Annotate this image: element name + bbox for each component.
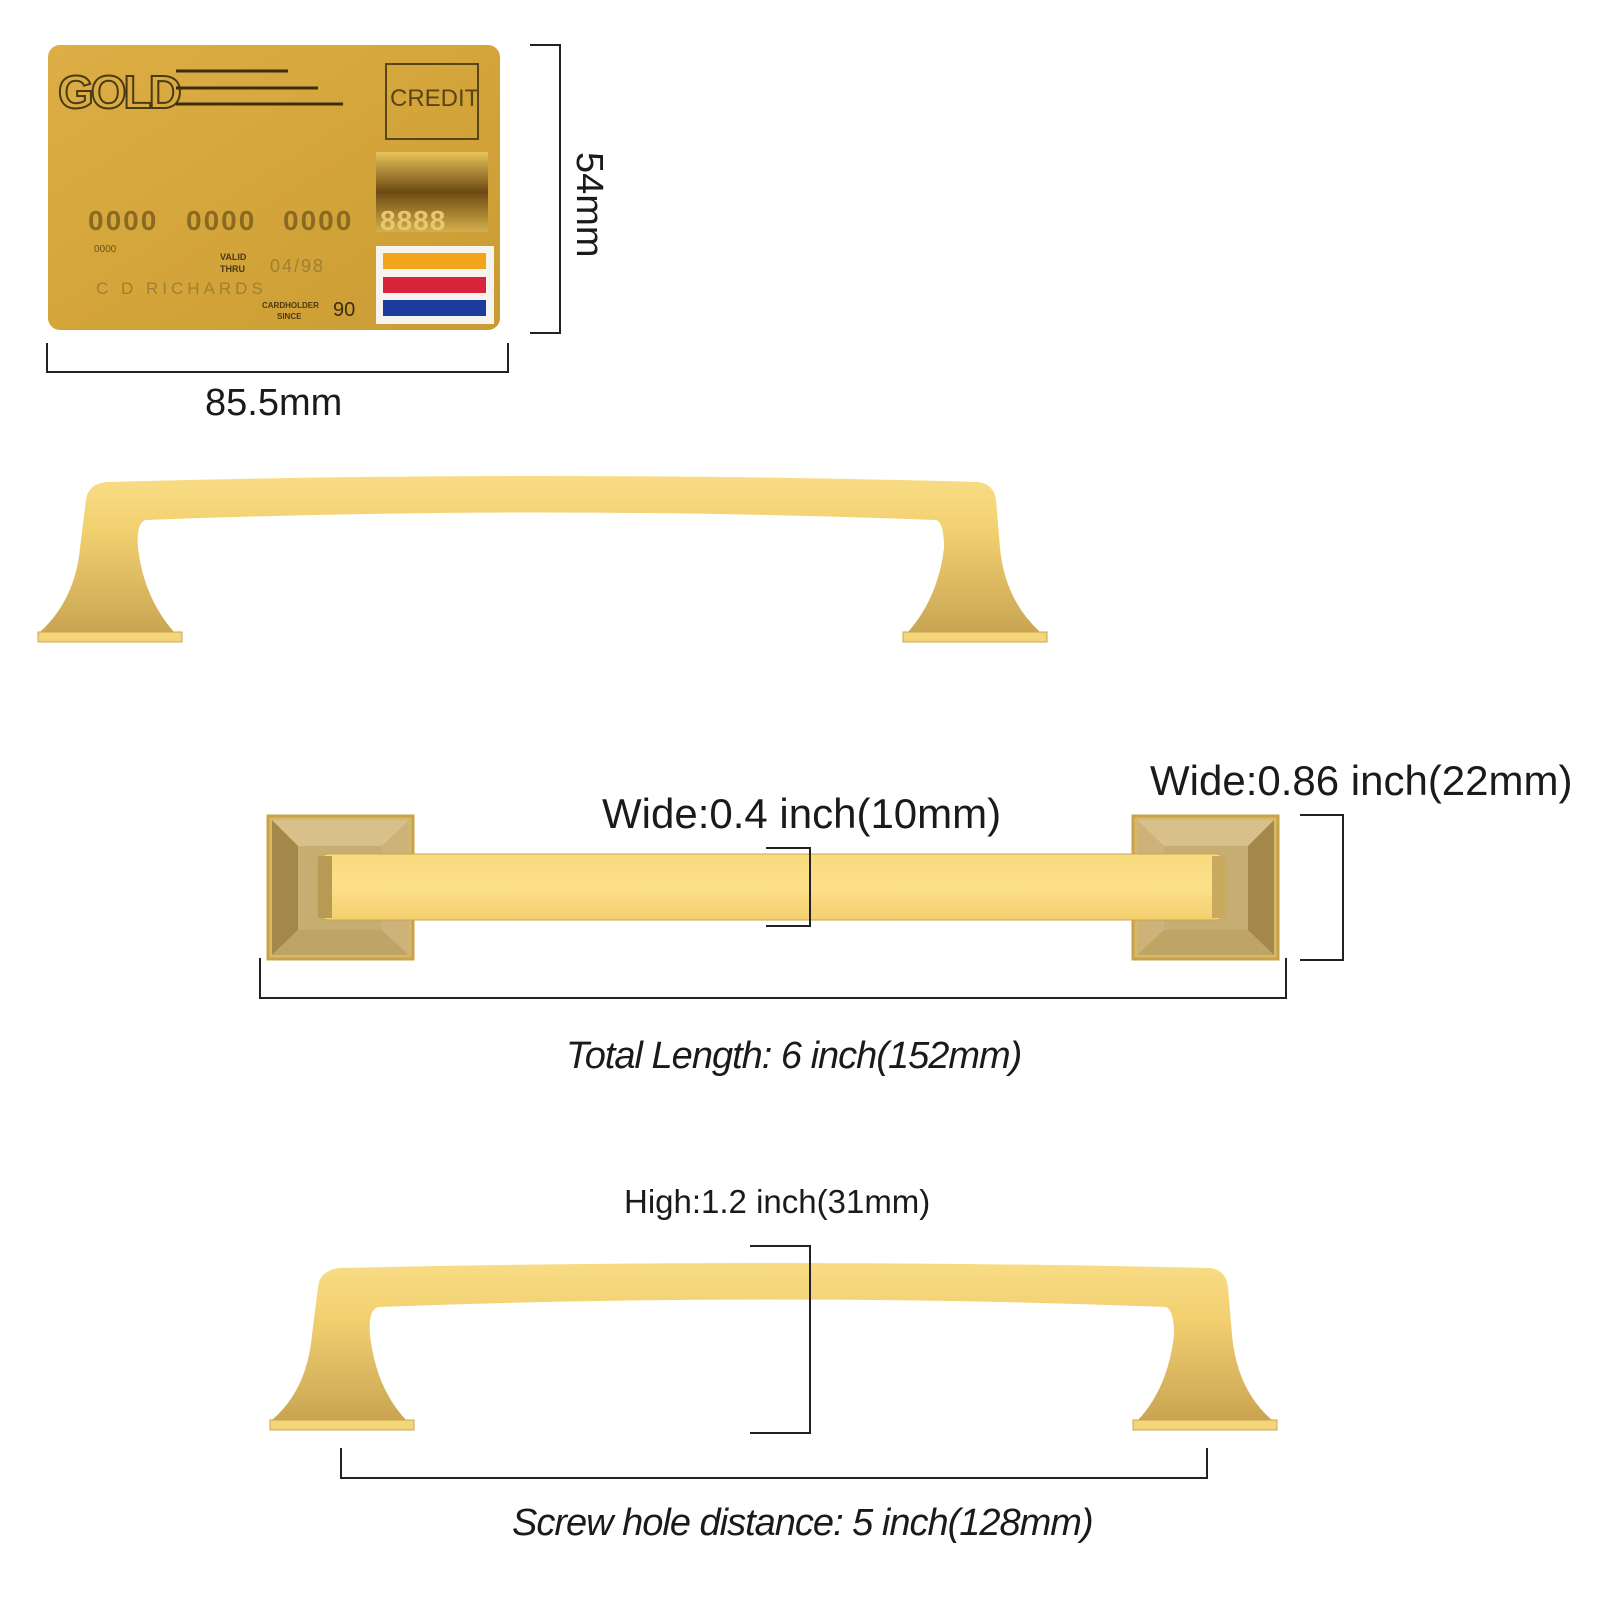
height-label: High:1.2 inch(31mm)	[624, 1183, 931, 1220]
bar-width-label: Wide:0.4 inch(10mm)	[602, 790, 1002, 837]
handle-foot-left	[37, 631, 183, 643]
handle-top-view	[266, 814, 1280, 961]
screw-distance-dimension	[340, 1448, 1208, 1479]
card-width-label: 85.5mm	[205, 382, 343, 424]
credit-card: GOLD CREDIT 0000 0000 0000 8888 0000 VAL…	[48, 45, 500, 330]
bar-width-dimension	[766, 847, 811, 927]
total-length-dimension	[259, 958, 1287, 999]
card-since-label: CARDHOLDER	[262, 301, 319, 310]
card-height-dimension	[530, 44, 561, 334]
handle-arch-bottom	[272, 1263, 1272, 1420]
card-small-number: 0000	[94, 244, 117, 255]
handle-foot-right	[902, 631, 1048, 643]
handle-bar	[317, 853, 1227, 921]
card-holder-name: C D RICHARDS	[96, 279, 267, 298]
handle-arch	[40, 476, 1040, 632]
card-hologram	[376, 152, 488, 232]
handle-side-view	[37, 476, 1048, 643]
total-length-label: Total Length: 6 inch(152mm)	[566, 1035, 1022, 1077]
card-number-1: 0000	[88, 205, 158, 236]
post-width-dimension	[1300, 814, 1344, 961]
card-valid-label: VALID	[220, 252, 247, 262]
screw-distance-label: Screw hole distance: 5 inch(128mm)	[512, 1502, 1094, 1544]
card-height-label: 54mm	[568, 152, 610, 258]
post-width-label: Wide:0.86 inch(22mm)	[1150, 757, 1573, 804]
card-number-4: 8888	[380, 205, 446, 236]
card-type-box	[385, 63, 479, 140]
card-type: CREDIT	[390, 85, 480, 112]
card-stripe-orange	[383, 253, 486, 269]
card-expiry: 04/98	[270, 256, 325, 276]
handle-foot-left-bottom	[269, 1419, 415, 1431]
handle-bar-shade-right	[1212, 856, 1226, 918]
card-thru-label: THRU	[220, 264, 245, 274]
height-dimension	[750, 1245, 811, 1434]
card-since-label-2: SINCE	[277, 312, 302, 321]
card-stripe-blue	[383, 300, 486, 316]
card-number-3: 0000	[283, 205, 353, 236]
card-brand: GOLD	[58, 66, 181, 118]
handle-side-view-bottom	[269, 1263, 1278, 1431]
card-since-value: 90	[333, 299, 355, 321]
card-stripe-red	[383, 277, 486, 293]
card-number-2: 0000	[186, 205, 256, 236]
card-width-dimension	[46, 343, 509, 373]
handle-foot-right-bottom	[1132, 1419, 1278, 1431]
handle-bar-shade-left	[318, 856, 332, 918]
